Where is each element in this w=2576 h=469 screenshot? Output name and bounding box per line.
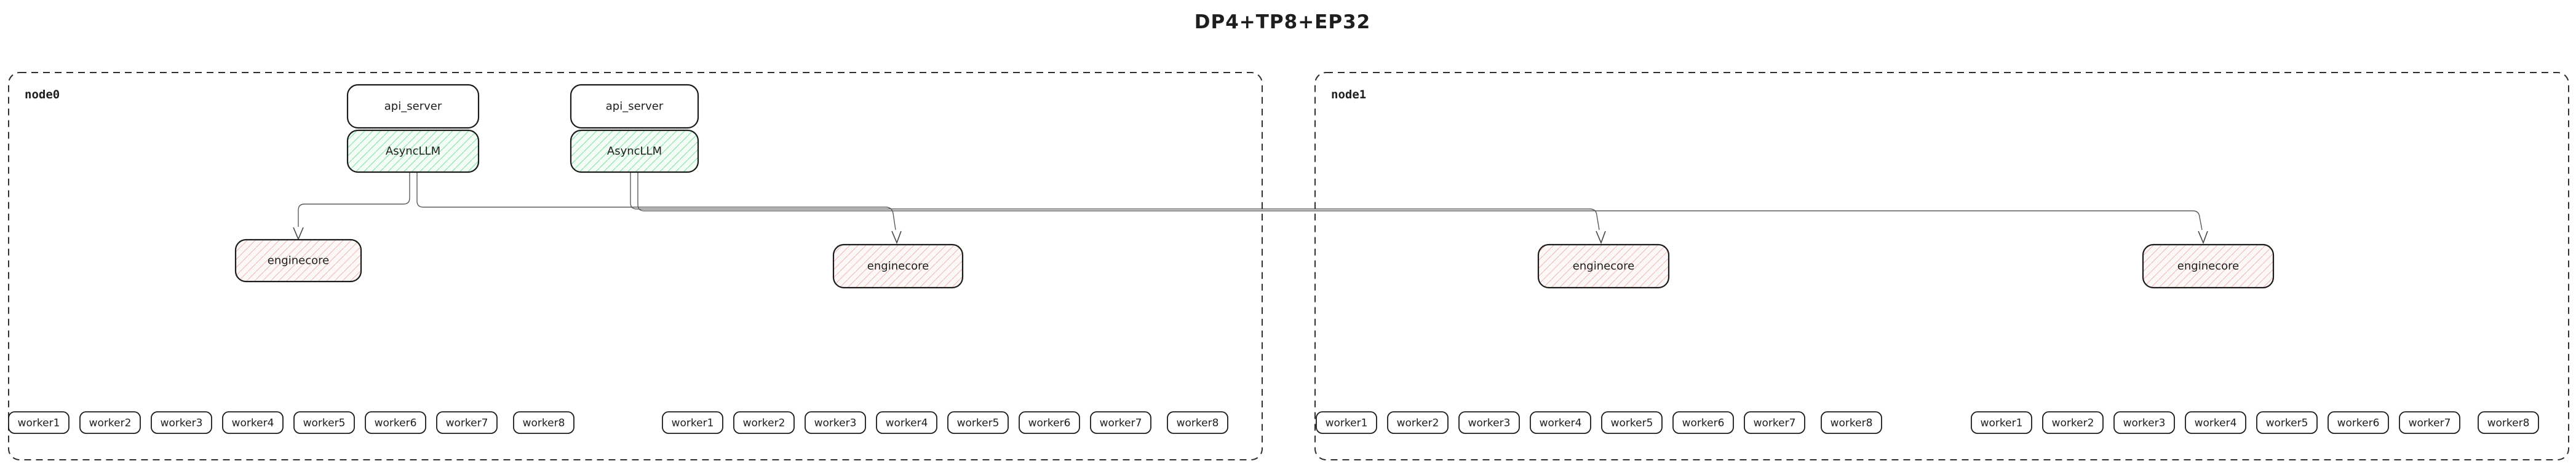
worker-box-node1-g1-worker6	[1672, 411, 1734, 434]
worker-box-node1-g2-worker3	[2113, 411, 2175, 434]
edge-AsyncLLM-1-to-enginecore-1	[298, 172, 410, 227]
api-server-box-2	[570, 84, 699, 129]
worker-label: worker5	[1611, 417, 1653, 430]
api-server-box-1	[346, 84, 480, 129]
diagram-title: DP4+TP8+EP32	[1195, 11, 1370, 33]
arrowhead-icon	[293, 227, 304, 241]
worker-label: worker6	[1682, 417, 1725, 430]
worker-box-node1-g2-worker2	[2042, 411, 2104, 434]
edge-AsyncLLM-2-to-enginecore-4	[637, 172, 2203, 231]
worker-box-node0-g2-worker2	[733, 411, 795, 434]
api-server-label: api_server	[384, 100, 442, 113]
worker-label: worker4	[886, 417, 928, 430]
worker-label: worker3	[161, 417, 203, 430]
worker-box-node1-g1-worker5	[1601, 411, 1663, 434]
worker-label: worker6	[1028, 417, 1071, 430]
worker-label: worker8	[2487, 417, 2530, 430]
asyncllm-label: AsyncLLM	[607, 145, 662, 158]
node-label-node0: node0	[25, 88, 60, 101]
worker-box-node1-g1-worker3	[1458, 411, 1520, 434]
asyncllm-label: AsyncLLM	[386, 145, 440, 158]
worker-label: worker3	[2123, 417, 2166, 430]
worker-box-node0-g1-worker7	[436, 411, 498, 434]
worker-label: worker5	[303, 417, 346, 430]
arrowhead-icon	[2198, 231, 2208, 245]
edge-AsyncLLM-1-to-enginecore-2	[416, 172, 896, 231]
worker-label: worker4	[2195, 417, 2237, 430]
worker-box-node1-g2-worker4	[2185, 411, 2246, 434]
worker-box-node1-g1-worker7	[1744, 411, 1805, 434]
worker-label: worker5	[957, 417, 1000, 430]
worker-box-node0-g1-worker8	[513, 411, 574, 434]
worker-label: worker4	[232, 417, 274, 430]
worker-label: worker7	[2409, 417, 2451, 430]
worker-box-node0-g2-worker5	[947, 411, 1009, 434]
worker-box-node0-g2-worker6	[1019, 411, 1080, 434]
worker-label: worker2	[89, 417, 132, 430]
worker-box-node1-g2-worker6	[2328, 411, 2389, 434]
worker-box-node0-g1-worker5	[293, 411, 355, 434]
node-container-node1	[1314, 72, 2569, 460]
worker-label: worker8	[523, 417, 565, 430]
worker-box-node0-g1-worker6	[365, 411, 426, 434]
worker-box-node0-g1-worker1	[8, 411, 70, 434]
worker-label: worker6	[2337, 417, 2380, 430]
enginecore-label: enginecore	[1573, 260, 1634, 273]
worker-label: worker7	[1754, 417, 1796, 430]
worker-box-node1-g2-worker7	[2399, 411, 2460, 434]
enginecore-label: enginecore	[268, 254, 329, 267]
worker-box-node1-g2-worker8	[2478, 411, 2539, 434]
worker-label: worker3	[814, 417, 857, 430]
worker-box-node1-g1-worker1	[1316, 411, 1377, 434]
enginecore-label: enginecore	[2177, 260, 2239, 273]
worker-label: worker4	[1540, 417, 1582, 430]
worker-label: worker7	[446, 417, 488, 430]
worker-box-node0-g1-worker2	[79, 411, 141, 434]
enginecore-label: enginecore	[867, 260, 929, 273]
node-container-node0	[8, 72, 1263, 460]
worker-box-node0-g2-worker3	[805, 411, 866, 434]
api-server-label: api_server	[606, 100, 664, 113]
worker-label: worker8	[1831, 417, 1873, 430]
worker-label: worker1	[672, 417, 714, 430]
worker-label: worker3	[1468, 417, 1511, 430]
worker-box-node1-g1-worker2	[1387, 411, 1449, 434]
worker-label: worker2	[2052, 417, 2094, 430]
worker-label: worker7	[1100, 417, 1142, 430]
worker-label: worker1	[1981, 417, 2023, 430]
enginecore-box-4	[2142, 243, 2275, 289]
worker-label: worker1	[1326, 417, 1368, 430]
enginecore-box-1	[234, 238, 362, 283]
worker-label: worker6	[375, 417, 417, 430]
arrowhead-icon	[891, 231, 902, 245]
enginecore-box-3	[1537, 243, 1670, 289]
worker-box-node0-g1-worker4	[222, 411, 284, 434]
arrowhead-icon	[1596, 231, 1606, 245]
enginecore-box-2	[832, 243, 964, 289]
worker-label: worker2	[1397, 417, 1439, 430]
asyncllm-box-2	[570, 129, 699, 173]
worker-box-node1-g1-worker8	[1821, 411, 1882, 434]
worker-box-node1-g1-worker4	[1530, 411, 1591, 434]
nodes-layer: node0 node1	[8, 72, 2569, 460]
worker-box-node0-g2-worker8	[1167, 411, 1228, 434]
asyncllm-box-1	[346, 129, 480, 173]
worker-box-node1-g2-worker5	[2256, 411, 2318, 434]
worker-box-node0-g2-worker1	[662, 411, 723, 434]
worker-box-node0-g1-worker3	[151, 411, 212, 434]
worker-box-node1-g2-worker1	[1971, 411, 2032, 434]
edges-layer	[293, 172, 2208, 245]
edge-AsyncLLM-2-to-enginecore-3	[630, 172, 1600, 231]
worker-label: worker5	[2266, 417, 2308, 430]
node-label-node1: node1	[1331, 88, 1366, 101]
worker-box-node0-g2-worker7	[1090, 411, 1151, 434]
worker-label: worker2	[743, 417, 785, 430]
worker-box-node0-g2-worker4	[876, 411, 937, 434]
worker-label: worker8	[1177, 417, 1219, 430]
worker-label: worker1	[18, 417, 60, 430]
